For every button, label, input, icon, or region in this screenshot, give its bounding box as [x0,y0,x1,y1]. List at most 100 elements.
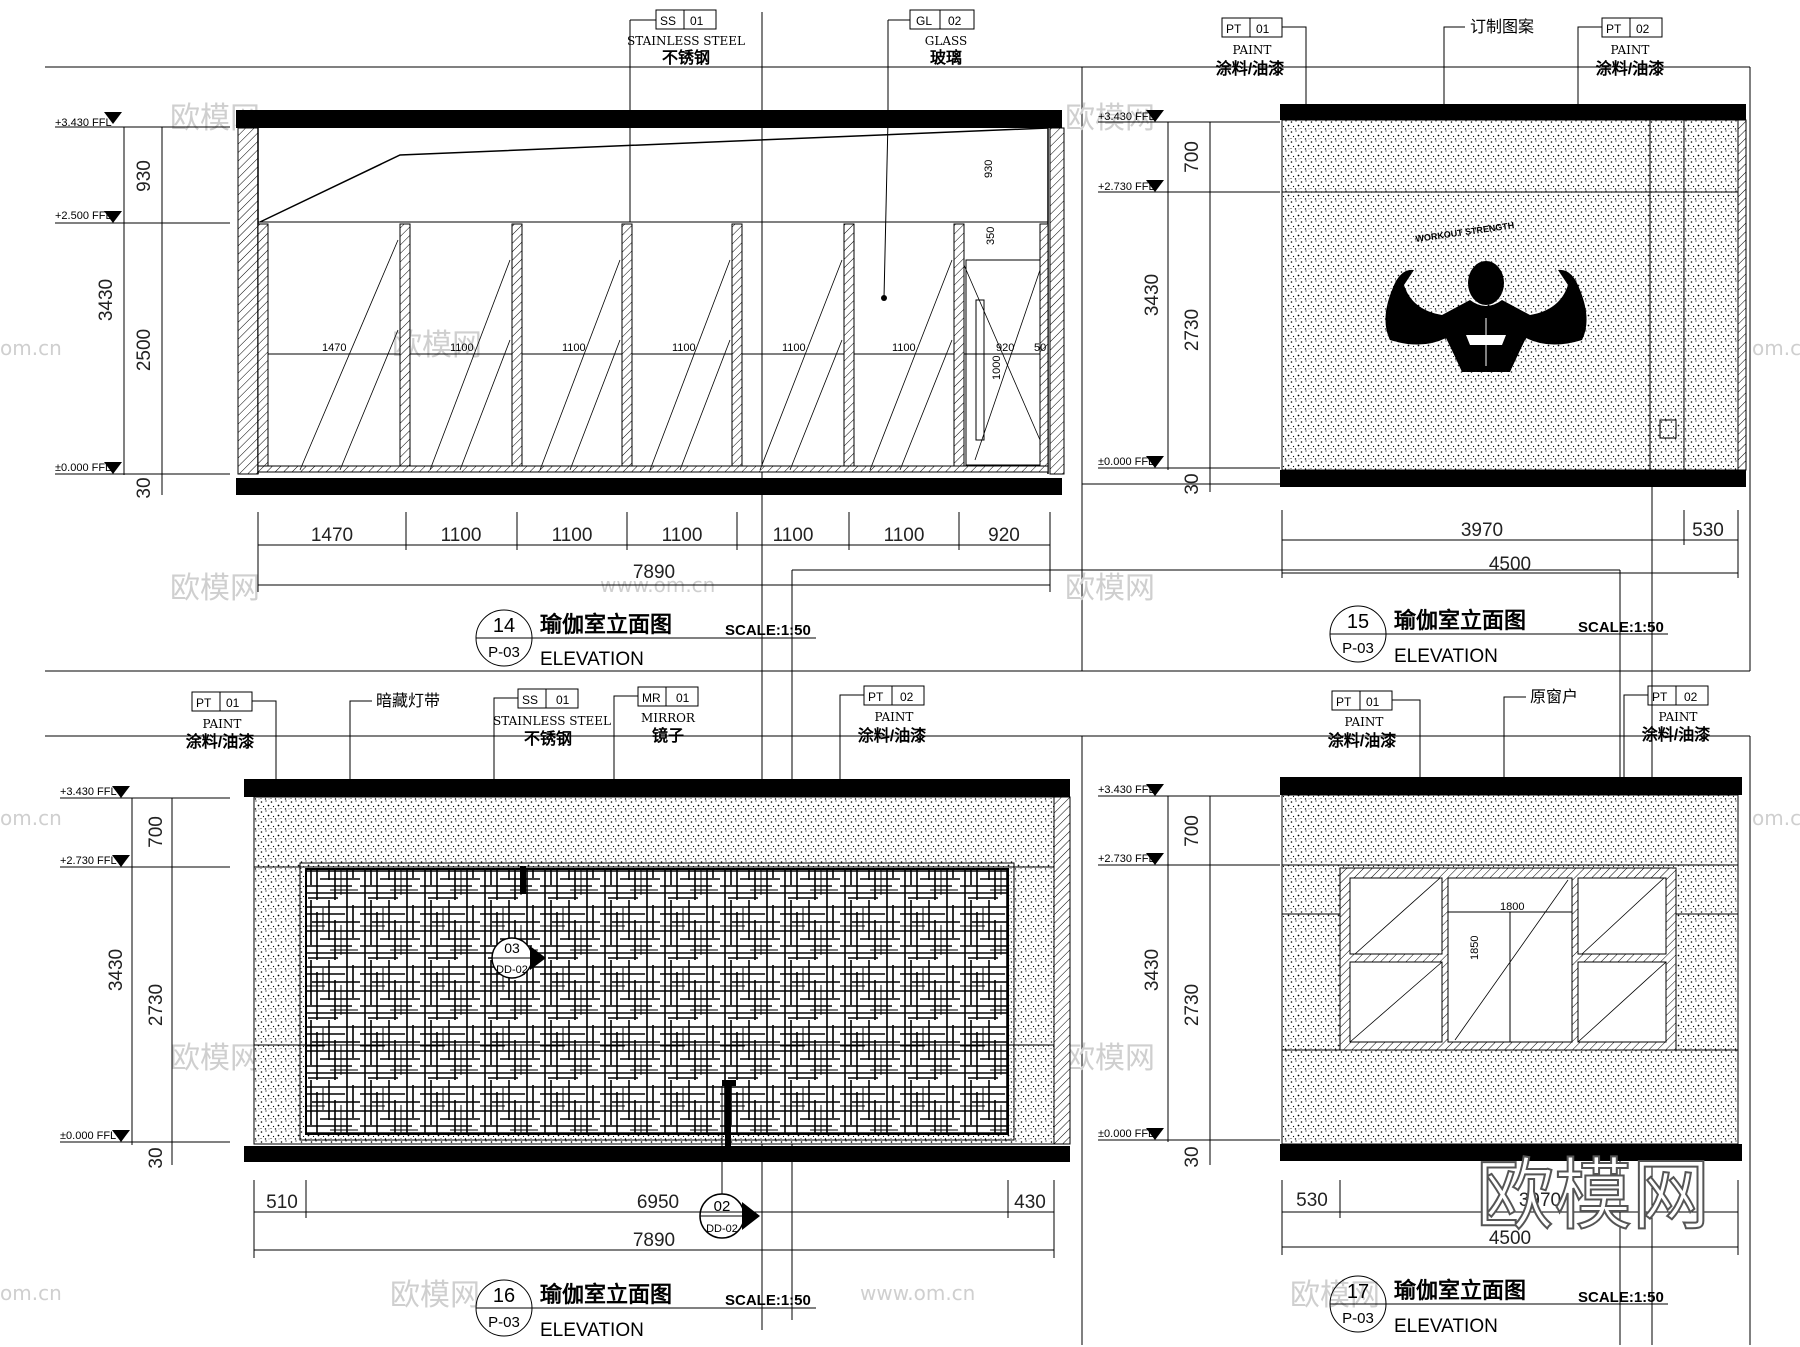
dim-label: 30 [146,1147,167,1168]
level-label: +2.730 FFL [60,855,117,867]
level-label: +2.730 FFL [1098,853,1155,865]
dim-label: 30 [1182,1146,1203,1167]
glass-mullions [257,223,1049,473]
inner-dim: 350 [985,227,997,245]
dim-label: 2500 [134,329,155,371]
drawing-number: 15 [1347,611,1369,633]
level-label: ±0.000 FFL [1098,456,1154,468]
material-tag-gl02: GL 02 GLASS 玻璃 [881,9,975,301]
tag-number: 01 [1256,22,1270,36]
dim-label: 30 [134,477,155,498]
drawing-scale: SCALE:1:50 [1578,1289,1664,1306]
vertical-dimensions: 700 2730 3430 30 [106,798,173,1169]
dim-label: 700 [146,816,167,848]
tag-material-en: PAINT [875,710,914,724]
tag-material-cn: 不锈钢 [524,729,572,748]
tag-material-cn: 涂料/油漆 [186,732,254,751]
material-tag-pt02: PT 02 PAINT 涂料/油漆 [839,685,926,838]
material-tag-pt01: PT 01 PAINT 涂料/油漆 [1328,690,1421,1090]
inner-dim: 1100 [562,342,586,354]
dim-total: 4500 [1489,554,1531,575]
drawing-scale: SCALE:1:50 [725,622,811,639]
material-tag-pt02: PT 02 PAINT 涂料/油漆 [1623,685,1710,838]
dim-label: 3430 [96,279,117,321]
level-label: +3.430 FFL [1098,784,1155,796]
level-markers: +3.430 FFL +2.730 FFL ±0.000 FFL [1098,110,1280,469]
tag-code: SS [660,14,676,28]
tag-number: 02 [1684,690,1698,704]
tag-code: PT [1652,690,1668,704]
drawing-title: 瑜伽室立面图 [1394,608,1526,633]
tag-material-en: GLASS [925,34,967,48]
watermark-url: om.cn [1752,806,1800,830]
inner-dim: 920 [996,342,1014,354]
tag-number: 02 [900,690,914,704]
watermark-text: 欧模网 [170,571,260,606]
tag-number: 01 [1366,695,1380,709]
drawing-subtitle: ELEVATION [540,1320,644,1341]
dim-label: 2730 [1182,309,1203,351]
section-marker-03: 03 DD-02 [491,866,546,979]
material-tag-pt01: PT 01 PAINT 涂料/油漆 [186,691,277,935]
tag-code: SS [522,693,538,707]
inner-dim: 1470 [322,342,346,354]
vertical-dimensions: 700 2730 3430 30 [1142,796,1211,1168]
watermark-text: 欧模网 [390,1278,480,1313]
dim-label: 920 [988,525,1020,546]
tag-code: PT [1606,22,1622,36]
elevation-15: PT 01 PAINT 涂料/油漆 PT 02 PAINT 涂料/油漆 订制图案… [1098,17,1747,667]
tag-code: PT [1336,695,1352,709]
dim-label: 3430 [1142,949,1163,991]
drawing-title-14: 14 P-03 瑜伽室立面图 SCALE:1:50 ELEVATION [475,609,816,670]
tag-number: 02 [948,14,962,28]
elevation-17: PT 01 PAINT 涂料/油漆 原窗户 PT 02 PAINT 涂料/油漆 … [1098,685,1742,1337]
dim-label: 3970 [1519,1190,1561,1211]
tag-code: PT [196,696,212,710]
tag-material-en: STAINLESS STEEL [493,714,611,728]
dim-label: 1100 [662,525,703,546]
tag-material-cn: 不锈钢 [662,48,710,67]
site-logo-watermark: 欧模网 [1475,1150,1711,1242]
watermark-text: 欧模网 [1065,1041,1155,1076]
sheet-ref: P-03 [488,644,520,661]
tag-code: MR [642,691,661,705]
dim-label: 1470 [311,525,353,546]
tag-number: 01 [676,691,690,705]
drawing-title: 瑜伽室立面图 [540,612,672,637]
dim-label: 530 [1296,1190,1328,1211]
dim-label: 530 [1692,520,1724,541]
tag-material-en: STAINLESS STEEL [627,34,745,48]
level-markers: +3.430 FFL +2.500 FFL ±0.000 FFL [55,112,230,475]
sheet-ref: P-03 [488,1314,520,1331]
tag-material-en: MIRROR [641,711,696,725]
logo-text: 欧模网 [1476,1151,1710,1241]
horizontal-dimensions: 3970 530 4500 [1281,510,1739,578]
tag-material-en: PAINT [1233,43,1272,57]
material-tag-ss01: SS 01 STAINLESS STEEL 不锈钢 [627,9,745,222]
watermark-url: om.cn [0,336,62,360]
tag-number: 01 [690,14,704,28]
level-label: +3.430 FFL [60,786,117,798]
dim-label: 3970 [1461,520,1503,541]
sheet-ref: P-03 [1342,640,1374,657]
inner-dim: 1800 [1500,901,1524,913]
sheet-ref: P-03 [1342,1310,1374,1327]
horizontal-dimensions: 530 3970 4500 [1281,1180,1739,1255]
inner-dim: 1100 [450,342,474,354]
drawing-title: 瑜伽室立面图 [540,1282,672,1307]
tag-number: 02 [1636,22,1650,36]
inner-dim: 1100 [782,342,806,354]
marker-ref: DD-02 [496,964,528,976]
watermark-url: om.cn [0,806,62,830]
watermark-text: 欧模网 [1290,1278,1380,1313]
level-label: ±0.000 FFL [60,1130,116,1142]
level-label: ±0.000 FFL [55,462,111,474]
drawing-subtitle: ELEVATION [1394,646,1498,667]
tag-material-en: PAINT [1611,43,1650,57]
dim-label: 30 [1182,473,1203,494]
drawing-number: 14 [493,615,515,637]
dim-label: 510 [266,1192,298,1213]
drawing-title-17: 17 P-03 瑜伽室立面图 SCALE:1:50 ELEVATION [1329,1275,1668,1337]
vertical-dimensions: 700 2730 3430 30 [1142,122,1211,495]
